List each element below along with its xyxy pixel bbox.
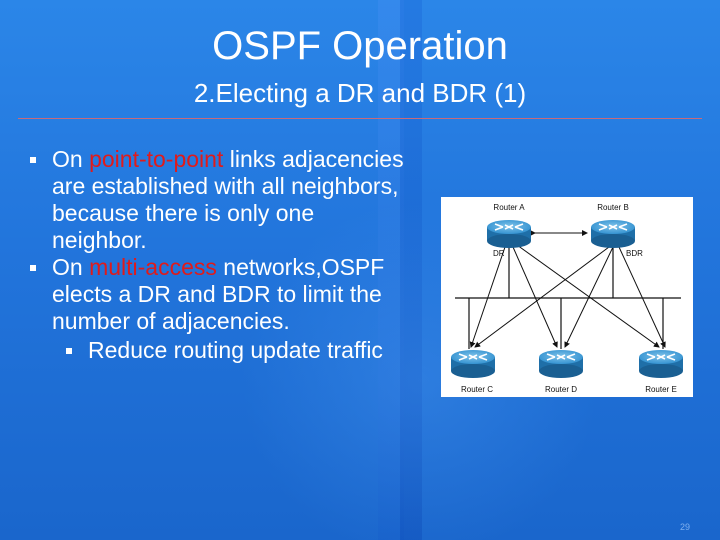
adjacency-arrow: [474, 246, 610, 348]
router-icon: [538, 349, 584, 379]
bullet-item: On multi-access networks,OSPF elects a D…: [30, 254, 410, 335]
slide-subtitle: 2.Electing a DR and BDR (1): [193, 78, 527, 108]
bullet-text-post: networks,OSPF elects a DR and BDR to lim…: [52, 254, 385, 334]
bullet-text-post: links adjacencies are established with a…: [52, 146, 404, 253]
page-number: 29: [680, 522, 691, 532]
bullet-highlight: multi-access: [89, 254, 217, 280]
bullet-list: On point-to-point links adjacencies are …: [30, 146, 410, 364]
adjacency-arrow: [512, 246, 558, 348]
router-icon: [590, 219, 636, 249]
adjacency-arrow: [564, 246, 614, 348]
network-diagram: Router A Router B DR BDR Router C Router…: [441, 197, 693, 397]
network-diagram-svg: Router A Router B DR BDR Router C Router…: [450, 203, 684, 394]
bullet-text-pre: On: [52, 146, 90, 172]
bullet-text-pre: On: [52, 254, 90, 280]
bullet-marker: [30, 265, 36, 271]
bullet-highlight: point-to-point: [89, 146, 224, 172]
router-label: Router D: [545, 385, 577, 394]
router-icon: [486, 219, 532, 249]
bullet-item: On point-to-point links adjacencies are …: [30, 146, 410, 254]
slide-title: OSPF Operation: [212, 24, 508, 68]
sub-bullet-text: Reduce routing update traffic: [88, 337, 383, 363]
router-label: Router C: [461, 385, 493, 394]
decorative-band: [378, 0, 404, 540]
router-role-label: BDR: [626, 249, 643, 258]
title-divider: [18, 118, 702, 119]
adjacency-arrow: [516, 244, 660, 348]
router-icon: [450, 349, 496, 379]
router-role-label: DR: [493, 249, 505, 258]
router-label: Router B: [597, 203, 629, 212]
sub-bullet-item: Reduce routing update traffic: [30, 337, 410, 364]
bullet-marker: [30, 157, 36, 163]
decorative-band: [400, 0, 422, 540]
router-label: Router E: [645, 385, 677, 394]
bullet-marker: [66, 348, 72, 354]
router-label: Router A: [493, 203, 525, 212]
adjacency-arrow: [618, 246, 666, 348]
router-icon: [638, 349, 684, 379]
adjacency-arrow: [469, 246, 506, 348]
